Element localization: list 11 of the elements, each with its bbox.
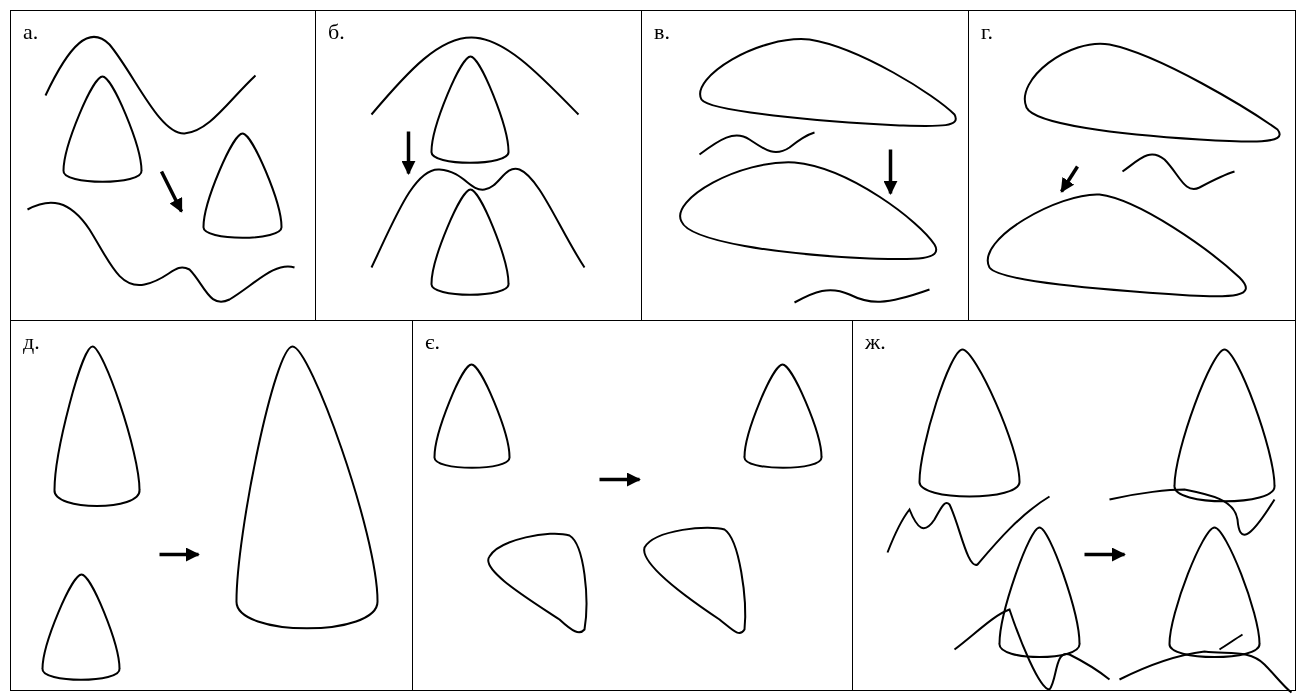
panel-label: є. xyxy=(425,331,440,353)
panel-label: б. xyxy=(328,21,345,43)
panel xyxy=(852,320,1296,691)
panel-label: д. xyxy=(23,331,40,353)
panel xyxy=(10,10,316,321)
panel xyxy=(968,10,1296,321)
panel-label: а. xyxy=(23,21,39,43)
panel xyxy=(10,320,413,691)
panel-label: в. xyxy=(654,21,670,43)
panel-label: ж. xyxy=(865,331,886,353)
panel-label: г. xyxy=(981,21,994,43)
